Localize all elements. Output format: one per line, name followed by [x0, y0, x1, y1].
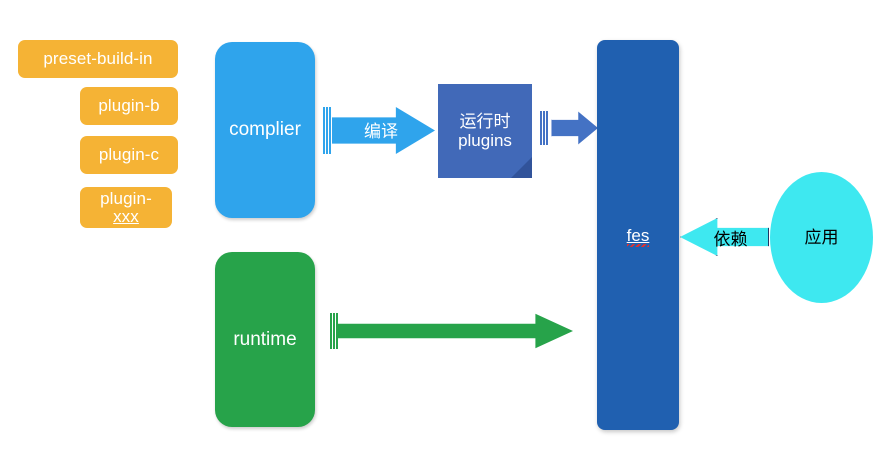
arrow-dependency[interactable]: 依赖 — [680, 218, 769, 256]
arrow-dependency-body — [680, 218, 769, 256]
arrow-runtime-to-fes-body — [338, 313, 573, 349]
node-complier[interactable]: complier — [215, 42, 315, 218]
node-runtime-plugins[interactable]: 运行时 plugins — [438, 84, 532, 178]
node-fes[interactable]: fes — [597, 40, 679, 430]
node-application-label: 应用 — [804, 227, 839, 247]
node-fes-label: fes — [626, 226, 650, 248]
node-application[interactable]: 应用 — [770, 172, 873, 303]
node-runtime-plugins-label-line2: plugins — [458, 131, 512, 150]
arrow-plugins-to-fes[interactable] — [540, 111, 598, 145]
arrow-plugins-to-fes-body — [551, 111, 598, 145]
node-runtime-label: runtime — [233, 328, 297, 350]
plugin-chip-label-line2: xxx — [113, 206, 139, 226]
plugin-chip-label: plugin-b — [98, 96, 160, 116]
arrow-compile[interactable]: 编译 — [323, 107, 435, 154]
folded-corner-icon — [511, 157, 532, 178]
plugin-chip-label-line1: plugin- — [100, 188, 152, 208]
node-runtime[interactable]: runtime — [215, 252, 315, 427]
plugin-chip-label-wrap: plugin- xxx — [100, 188, 152, 226]
plugin-chip-preset-build-in[interactable]: preset-build-in — [18, 40, 178, 78]
plugin-chip-plugin-xxx[interactable]: plugin- xxx — [80, 187, 172, 228]
node-complier-label: complier — [229, 119, 301, 141]
arrow-runtime-to-fes[interactable] — [330, 313, 573, 349]
arrow-compile-body — [332, 107, 435, 154]
plugin-chip-plugin-b[interactable]: plugin-b — [80, 87, 178, 125]
plugin-chip-label: plugin-c — [98, 145, 160, 165]
plugin-chip-plugin-c[interactable]: plugin-c — [80, 136, 178, 174]
arrow-plugins-to-fes-tail — [540, 111, 548, 145]
arrow-compile-tail — [323, 107, 331, 154]
arrow-runtime-to-fes-tail — [330, 313, 338, 349]
plugin-chip-label: preset-build-in — [43, 49, 153, 69]
node-runtime-plugins-label-line1: 运行时 — [459, 111, 511, 131]
